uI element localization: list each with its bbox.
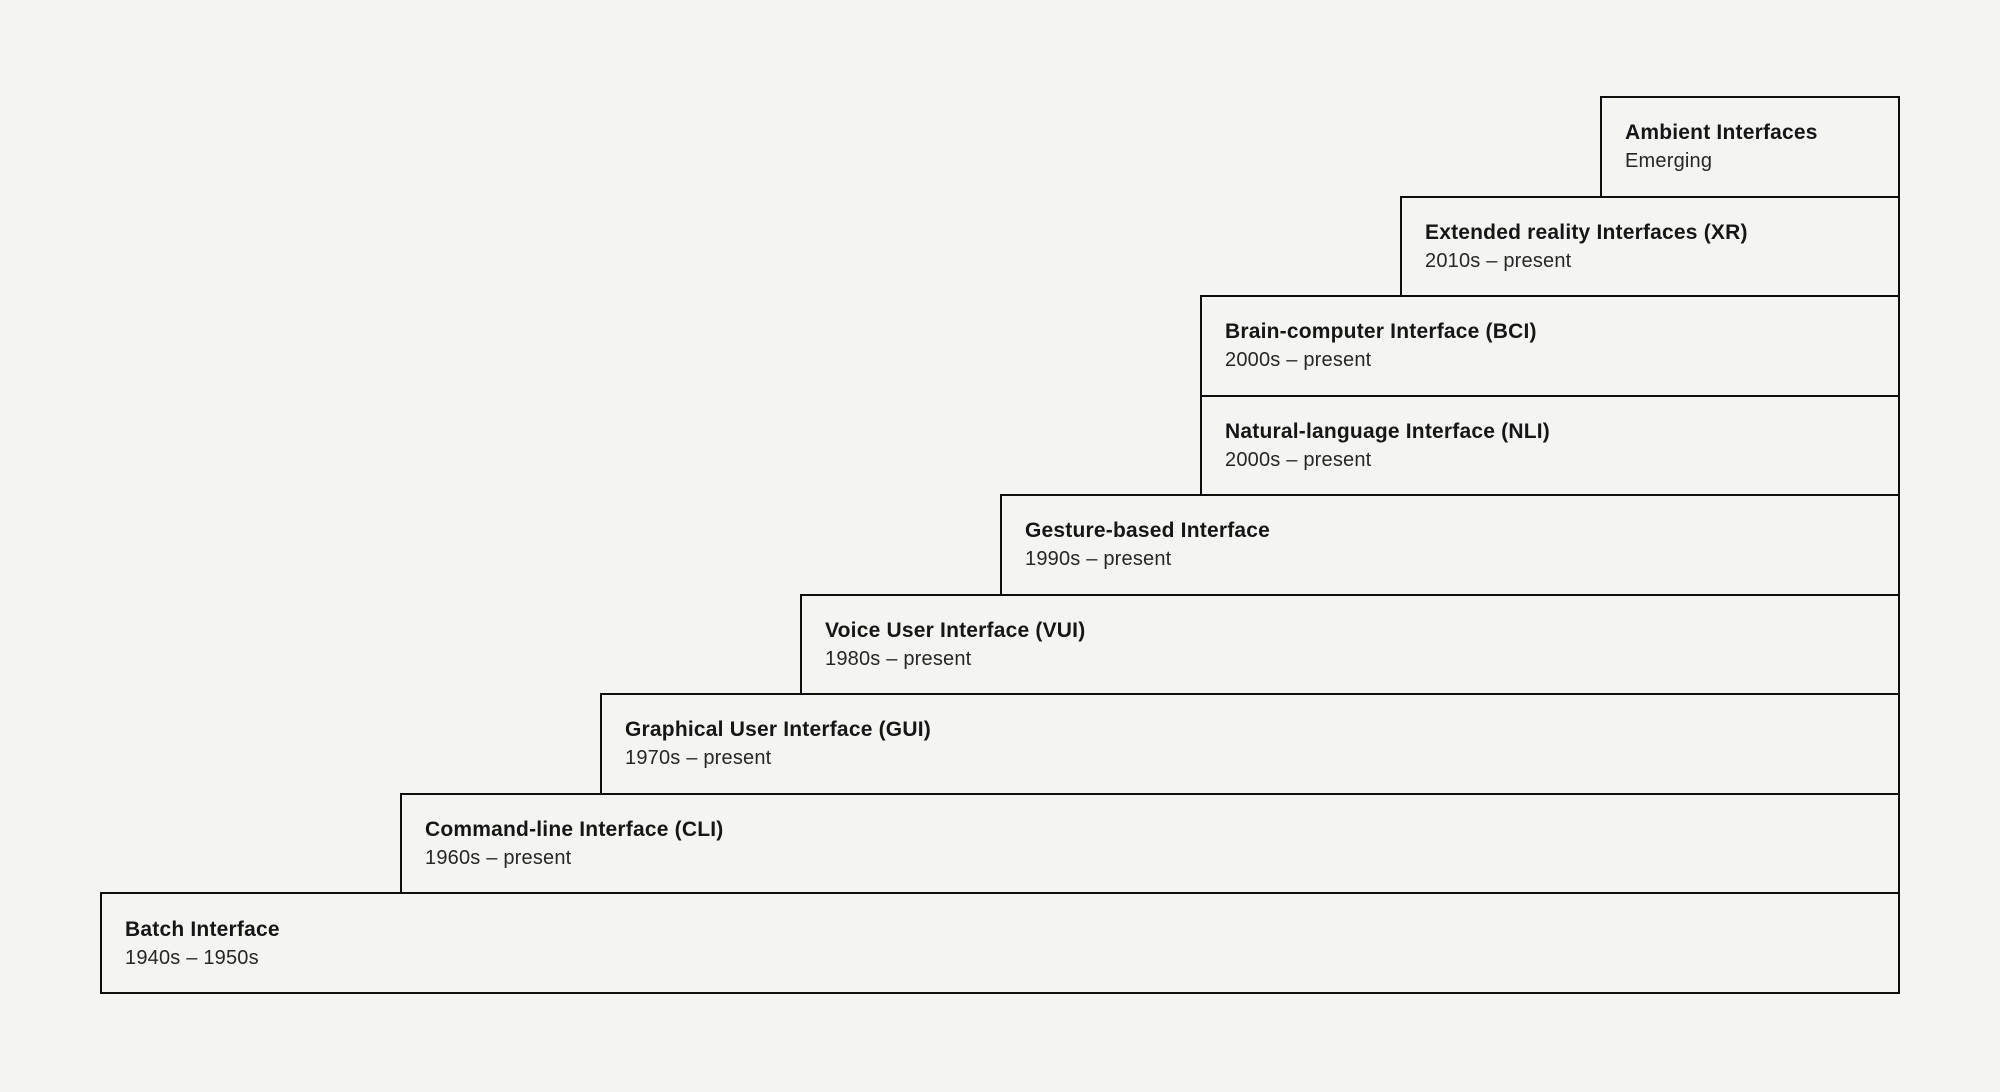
timeline-step: Brain-computer Interface (BCI) 2000s – p…	[1200, 295, 1900, 395]
timeline-step: Voice User Interface (VUI) 1980s – prese…	[800, 593, 1900, 693]
step-period: 1940s – 1950s	[125, 946, 259, 969]
step-title: Ambient Interfaces	[1625, 121, 1818, 145]
timeline-step: Command-line Interface (CLI) 1960s – pre…	[400, 792, 1900, 892]
timeline-step: Extended reality Interfaces (XR) 2010s –…	[1400, 195, 1900, 295]
step-title: Gesture-based Interface	[1025, 519, 1271, 543]
timeline-step: Graphical User Interface (GUI) 1970s – p…	[600, 693, 1900, 793]
step-title: Graphical User Interface (GUI)	[625, 718, 931, 742]
step-title: Command-line Interface (CLI)	[425, 817, 724, 841]
step-title: Batch Interface	[125, 917, 280, 941]
timeline-step: Batch Interface 1940s – 1950s	[100, 892, 1900, 994]
step-title: Brain-computer Interface (BCI)	[1225, 320, 1537, 344]
step-period: 2000s – present	[1225, 448, 1372, 471]
step-period: 1960s – present	[425, 846, 572, 869]
timeline-step: Gesture-based Interface 1990s – present	[1000, 494, 1900, 594]
step-period: 1980s – present	[825, 647, 972, 670]
timeline-step: Natural-language Interface (NLI) 2000s –…	[1200, 394, 1900, 494]
step-period: 1990s – present	[1025, 548, 1172, 571]
step-period: Emerging	[1625, 150, 1713, 173]
step-title: Natural-language Interface (NLI)	[1225, 419, 1550, 443]
step-period: 2010s – present	[1425, 249, 1572, 272]
timeline-step: Ambient Interfaces Emerging	[1600, 96, 1900, 196]
step-period: 1970s – present	[625, 747, 772, 770]
step-title: Voice User Interface (VUI)	[825, 618, 1086, 642]
step-title: Extended reality Interfaces (XR)	[1425, 220, 1748, 244]
step-period: 2000s – present	[1225, 349, 1372, 372]
